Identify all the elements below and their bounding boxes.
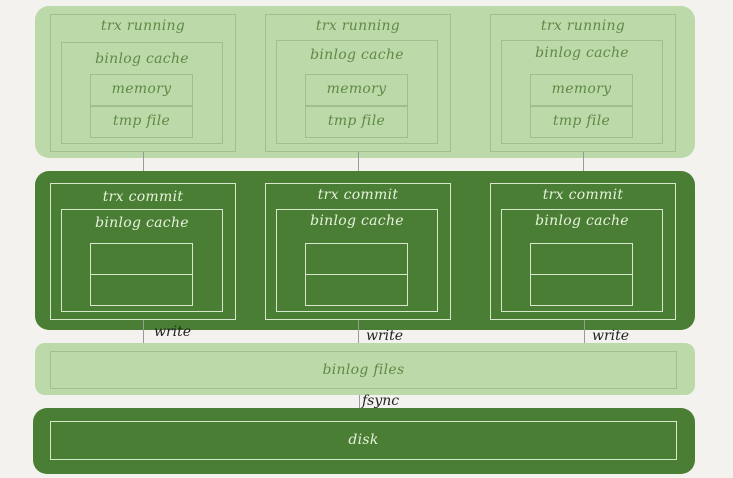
tmp-file-box-3: tmp file	[530, 106, 633, 138]
trx-commit-label: trx commit	[542, 187, 624, 203]
commit-cache-upper-2	[305, 243, 408, 275]
trx-running-label: trx running	[315, 18, 401, 34]
fsync-label: fsync	[362, 393, 400, 409]
arrow-write-1	[143, 320, 144, 346]
trx-running-label: trx running	[540, 18, 626, 34]
commit-cache-lower-3	[530, 274, 633, 306]
tmp-file-box-2: tmp file	[305, 106, 408, 138]
binlog-cache-label: binlog cache	[95, 215, 189, 231]
binlog-files-box: binlog files	[50, 351, 677, 389]
arrow-write-3	[584, 320, 585, 348]
arrow-write-2	[358, 320, 359, 348]
commit-binlog-cache-box-2: binlog cache	[276, 209, 438, 312]
commit-cache-lower-1	[90, 274, 193, 306]
tmp-file-label: tmp file	[327, 113, 386, 129]
disk-box: disk	[50, 421, 677, 460]
tmp-file-label: tmp file	[112, 113, 171, 129]
memory-box-2: memory	[305, 74, 408, 106]
memory-label: memory	[551, 81, 612, 97]
write-label: write	[366, 328, 404, 344]
commit-binlog-cache-box-1: binlog cache	[61, 209, 223, 312]
trx-commit-box-2: trx commit	[265, 183, 451, 320]
running-band	[35, 6, 695, 158]
write-label: write	[592, 328, 630, 344]
binlog-cache-box-3: binlog cache	[501, 40, 663, 144]
trx-running-box-1: trx running	[50, 14, 236, 152]
commit-cache-lower-2	[305, 274, 408, 306]
trx-commit-box-3: trx commit	[490, 183, 676, 320]
trx-commit-label: trx commit	[102, 189, 184, 205]
binlog-cache-label: binlog cache	[310, 47, 404, 63]
tmp-file-label: tmp file	[552, 113, 611, 129]
trx-commit-label: trx commit	[317, 187, 399, 203]
commit-cache-upper-3	[530, 243, 633, 275]
arrow-running-to-commit-2	[358, 152, 359, 174]
arrow-running-to-commit-1	[143, 152, 144, 174]
binlog-cache-label: binlog cache	[535, 213, 629, 229]
arrow-running-to-commit-3	[583, 152, 584, 174]
tmp-file-box-1: tmp file	[90, 106, 193, 138]
binlog-files-label: binlog files	[322, 362, 405, 378]
trx-commit-box-1: trx commit	[50, 183, 236, 320]
binlog-cache-box-1: binlog cache	[61, 42, 223, 144]
commit-cache-upper-1	[90, 243, 193, 275]
memory-box-1: memory	[90, 74, 193, 106]
commit-binlog-cache-box-3: binlog cache	[501, 209, 663, 312]
binlog-cache-label: binlog cache	[95, 51, 189, 67]
memory-label: memory	[326, 81, 387, 97]
memory-label: memory	[111, 81, 172, 97]
write-label: write	[154, 324, 192, 340]
disk-label: disk	[348, 432, 379, 448]
disk-band	[33, 408, 695, 474]
trx-running-label: trx running	[100, 18, 186, 34]
memory-box-3: memory	[530, 74, 633, 106]
commit-band	[35, 171, 695, 330]
arrow-fsync	[359, 395, 360, 412]
trx-running-box-3: trx running	[490, 14, 676, 152]
binlog-cache-label: binlog cache	[535, 45, 629, 61]
binlog-cache-box-2: binlog cache	[276, 40, 438, 144]
trx-running-box-2: trx running	[265, 14, 451, 152]
binlog-cache-label: binlog cache	[310, 213, 404, 229]
